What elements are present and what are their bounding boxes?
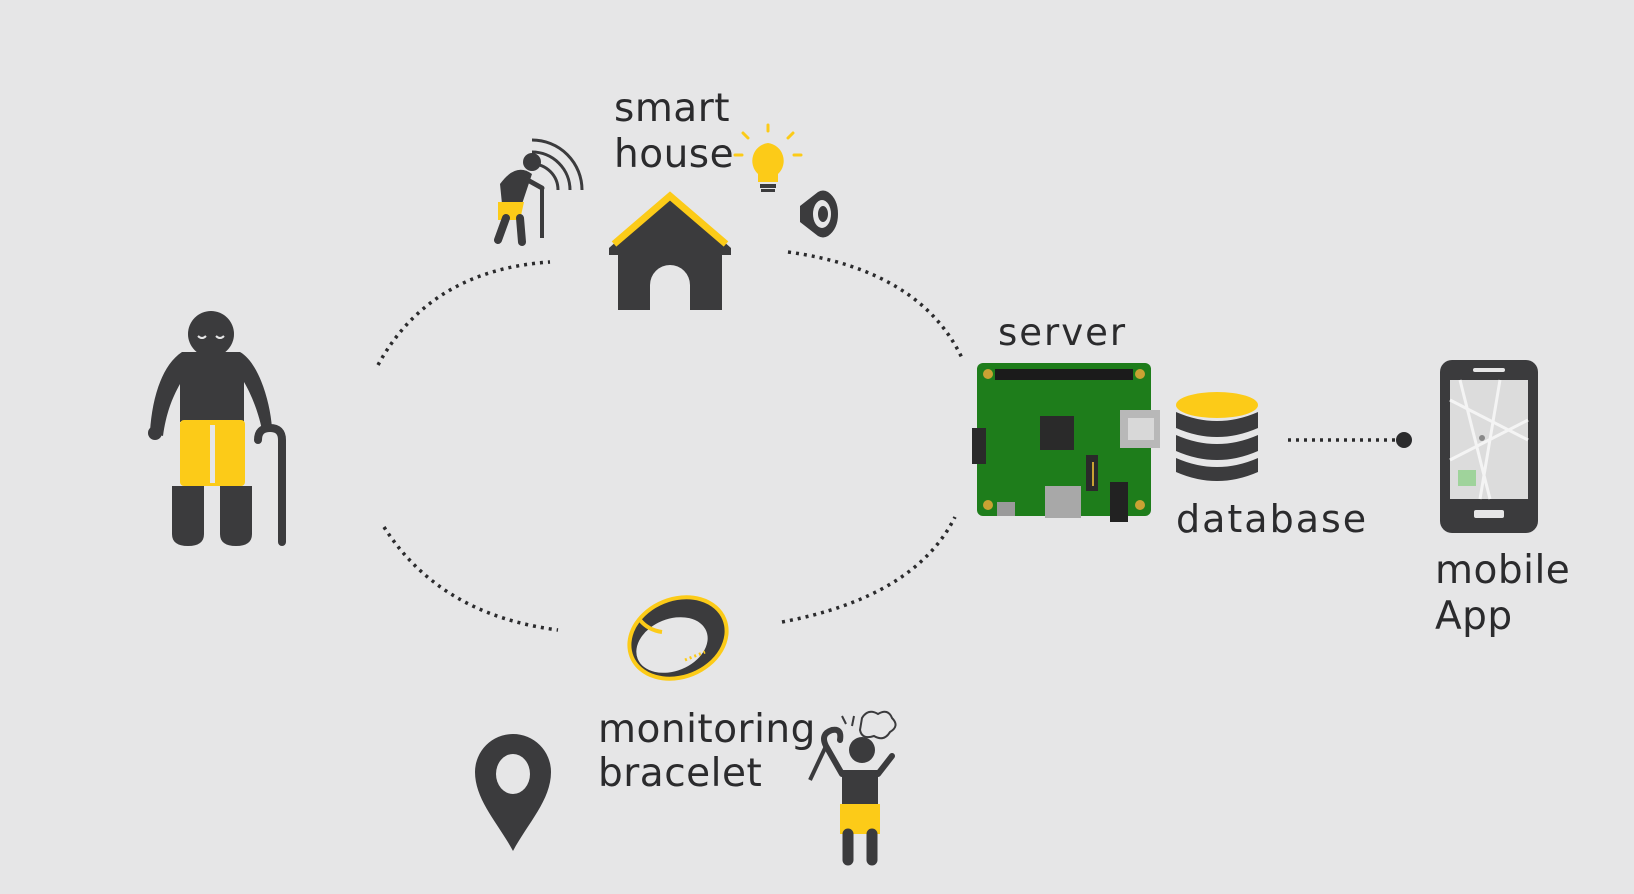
link-endpoint-dot bbox=[1396, 432, 1412, 448]
mobile-app-label-line2: App bbox=[1435, 594, 1513, 639]
speaker-icon bbox=[800, 190, 838, 238]
bracelet-label-line1: monitoring bbox=[598, 707, 816, 752]
location-pin-icon bbox=[475, 734, 551, 851]
monitoring-bracelet-label: monitoring bracelet bbox=[598, 708, 816, 796]
smart-house-label-line1: smart bbox=[614, 86, 731, 131]
bracelet-label-line2: bracelet bbox=[598, 751, 763, 796]
elderly-person-icon bbox=[148, 311, 286, 546]
smartphone-map-icon bbox=[1440, 360, 1538, 533]
connection-arcs bbox=[376, 250, 1400, 632]
distressed-person-icon bbox=[808, 710, 897, 866]
mobile-app-label: mobile App bbox=[1435, 548, 1570, 640]
arc-person-to-bracelet bbox=[382, 526, 559, 632]
mobile-app-label-line1: mobile bbox=[1435, 548, 1571, 593]
light-bulb-icon bbox=[733, 123, 803, 192]
arc-bracelet-to-server bbox=[781, 516, 957, 624]
smart-house-label-line2: house bbox=[614, 132, 735, 177]
database-icon bbox=[1176, 392, 1258, 481]
arc-house-to-server bbox=[787, 250, 964, 359]
server-label: server bbox=[998, 311, 1128, 354]
raspberry-pi-board-icon bbox=[972, 363, 1160, 522]
smart-bracelet-icon bbox=[627, 595, 729, 681]
database-label: database bbox=[1176, 497, 1369, 541]
arc-person-to-house bbox=[376, 260, 551, 366]
smart-house-label: smart house bbox=[614, 86, 734, 178]
falling-person-icon bbox=[494, 138, 584, 246]
house-icon bbox=[609, 191, 731, 310]
